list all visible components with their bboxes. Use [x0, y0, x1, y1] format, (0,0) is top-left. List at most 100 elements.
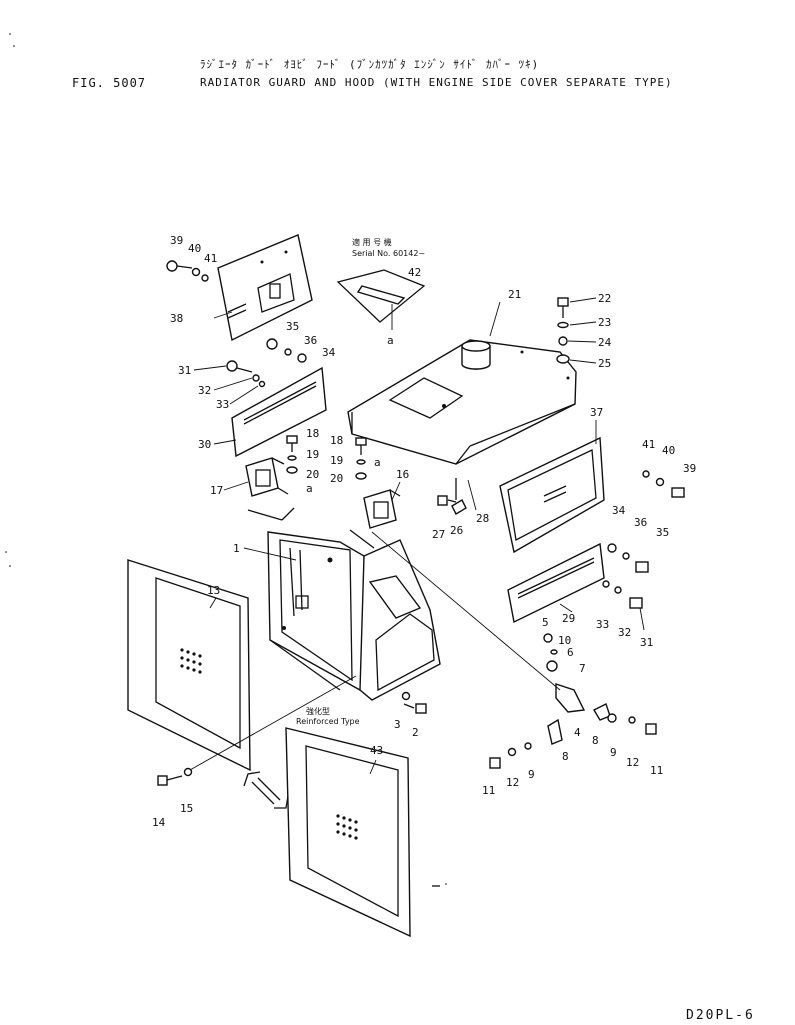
part-43-reinforced-panel: 強化型 Reinforced Type: [285, 706, 411, 938]
part-1-radiator-guard: [247, 507, 441, 701]
ref-a-left: a: [306, 482, 313, 495]
part-label-13: 13: [207, 584, 220, 597]
part-label-32b: 32: [618, 626, 631, 639]
bolt-31-32-33-right: [602, 580, 643, 609]
part-number-labels: 1 2 3 4 5 6 7 8 8 9 9 10 11 11 12 12 13 …: [152, 234, 696, 829]
vent-holes-43: [336, 814, 358, 840]
part-label-31a: 31: [178, 364, 191, 377]
reinforced-label-jp: 強化型: [306, 706, 330, 716]
part-29-bracket: [507, 542, 605, 624]
bolt-18-19-20-left: [286, 435, 298, 474]
part-label-31b: 31: [640, 636, 653, 649]
part-label-38: 38: [170, 312, 183, 325]
part-label-20a: 20: [306, 468, 319, 481]
bolt-18-19-20-right: [355, 437, 367, 480]
part-label-33a: 33: [216, 398, 229, 411]
part-label-18a: 18: [306, 427, 319, 440]
part-label-10: 10: [558, 634, 571, 647]
part-label-43: 43: [370, 744, 383, 757]
part-17-mount: [245, 457, 289, 497]
bolt-39-40-41-right: [642, 470, 685, 498]
part-13-side-panel: [127, 559, 251, 772]
part-label-22: 22: [598, 292, 611, 305]
part-label-34a: 34: [322, 346, 336, 359]
scan-specks: [5, 33, 447, 887]
reinforced-label-en: Reinforced Type: [296, 717, 360, 726]
part-label-39b: 39: [683, 462, 696, 475]
serial-label-en: Serial No. 60142~: [352, 249, 425, 258]
ref-a-right: a: [374, 456, 381, 469]
part-label-33b: 33: [596, 618, 609, 631]
part-label-40b: 40: [662, 444, 675, 457]
part-label-20b: 20: [330, 472, 343, 485]
leader-lines: [193, 297, 645, 775]
part-label-42: 42: [408, 266, 421, 279]
part-label-3: 3: [394, 718, 401, 731]
part-30-bracket: [231, 366, 327, 458]
bolt-34-35-36: [266, 338, 307, 363]
part-label-17: 17: [210, 484, 223, 497]
part-38-cover-panel: [217, 234, 313, 342]
part-label-9b: 9: [610, 746, 617, 759]
part-label-30: 30: [198, 438, 211, 451]
part-label-14: 14: [152, 816, 166, 829]
part-label-27: 27: [432, 528, 445, 541]
part-label-39a: 39: [170, 234, 183, 247]
title-english: RADIATOR GUARD AND HOOD (WITH ENGINE SID…: [200, 76, 673, 89]
part-label-41a: 41: [204, 252, 217, 265]
part-label-8a: 8: [562, 750, 569, 763]
serial-inset: 適 用 号 機 Serial No. 60142~ a: [336, 237, 426, 347]
part-label-2: 2: [412, 726, 419, 739]
part-label-18b: 18: [330, 434, 343, 447]
part-label-36a: 36: [304, 334, 317, 347]
part-label-11b: 11: [650, 764, 663, 777]
part-label-26: 26: [450, 524, 463, 537]
bolt-22-23-24-25: [556, 297, 570, 364]
part-label-15: 15: [180, 802, 193, 815]
vent-holes-13: [180, 648, 202, 674]
part-37-side-cover: [499, 436, 605, 554]
bolt-34-35-36-right: [607, 543, 649, 573]
ref-a-inset: a: [387, 334, 394, 347]
part-label-23: 23: [598, 316, 611, 329]
part-label-29: 29: [562, 612, 575, 625]
figure-number: FIG. 5007: [72, 76, 147, 90]
part-label-4: 4: [574, 726, 581, 739]
part-label-24: 24: [598, 336, 612, 349]
part-label-6: 6: [567, 646, 574, 659]
bolt-14-15: [157, 767, 193, 786]
bolt-26-27-28: [437, 478, 477, 515]
part-label-7: 7: [579, 662, 586, 675]
part-label-21: 21: [508, 288, 521, 301]
part-21-hood: [347, 339, 577, 465]
part-label-11a: 11: [482, 784, 495, 797]
part-label-41b: 41: [642, 438, 655, 451]
part-label-9a: 9: [528, 768, 535, 781]
bolt-39-40-41-top: [166, 260, 209, 282]
part-label-12b: 12: [626, 756, 639, 769]
interchange-arrow: [243, 771, 289, 809]
title-japanese: ﾗｼﾞｴｰﾀ ｶﾞｰﾄﾞ ｵﾖﾋﾞ ﾌｰﾄﾞ (ﾌﾞﾝｶﾂｶﾞﾀ ｴﾝｼﾞﾝ ｻ…: [200, 58, 540, 71]
part-label-35b: 35: [656, 526, 669, 539]
part-label-16: 16: [396, 468, 409, 481]
linkage-assembly: [489, 633, 657, 769]
part-label-32a: 32: [198, 384, 211, 397]
part-label-36b: 36: [634, 516, 647, 529]
document-id: D20PL-6: [686, 1008, 755, 1023]
part-label-28: 28: [476, 512, 489, 525]
part-label-19b: 19: [330, 454, 343, 467]
bolt-31-32-33: [226, 360, 266, 388]
part-label-5: 5: [542, 616, 549, 629]
part-label-19a: 19: [306, 448, 319, 461]
part-label-25: 25: [598, 357, 611, 370]
part-label-8b: 8: [592, 734, 599, 747]
part-label-35a: 35: [286, 320, 299, 333]
bolt-2-3: [401, 691, 427, 714]
part-label-40a: 40: [188, 242, 201, 255]
part-label-12a: 12: [506, 776, 519, 789]
serial-label-jp: 適 用 号 機: [352, 237, 392, 247]
part-label-1: 1: [233, 542, 240, 555]
part-16-mount: [363, 489, 401, 529]
part-label-37: 37: [590, 406, 603, 419]
